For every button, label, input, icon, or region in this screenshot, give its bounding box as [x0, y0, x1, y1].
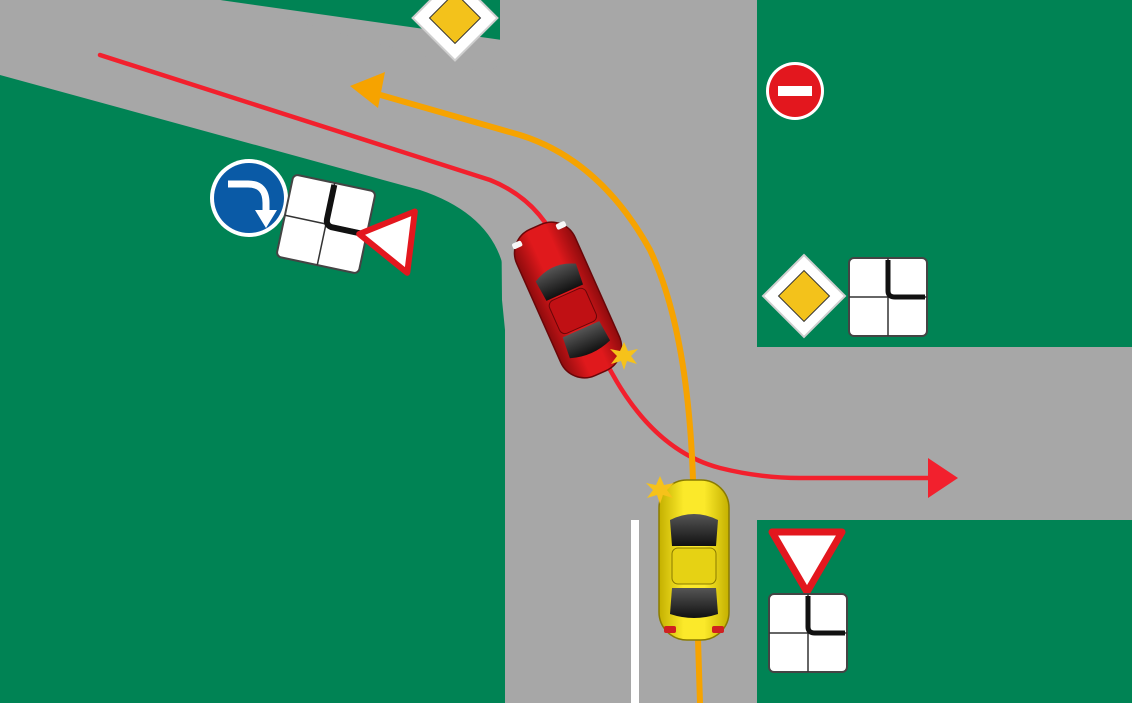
main-road-direction-plate-east — [848, 257, 928, 337]
red-path-arrowhead — [928, 458, 958, 498]
lane-marking — [631, 520, 639, 703]
yellow-car-trajectory — [367, 89, 703, 703]
give-way-sign-south — [768, 528, 846, 596]
curved-arrow-icon — [228, 180, 270, 214]
orange-path-arrowhead — [350, 72, 385, 108]
yellow-car — [658, 479, 730, 641]
red-car-trajectory — [97, 52, 938, 481]
keep-right-turn-sign — [210, 159, 288, 237]
priority-road-sign-north — [411, 0, 499, 62]
collision-star-red-car — [610, 342, 638, 370]
road-east — [700, 347, 1132, 520]
road-west — [0, 0, 600, 330]
collision-star-yellow-car — [646, 476, 674, 504]
give-way-sign-west — [356, 208, 418, 276]
main-road-direction-plate-south — [768, 593, 848, 673]
main-road-direction-plate-west — [276, 174, 376, 274]
no-entry-sign — [766, 62, 824, 120]
priority-road-sign-east — [761, 253, 847, 339]
red-car — [512, 221, 623, 379]
